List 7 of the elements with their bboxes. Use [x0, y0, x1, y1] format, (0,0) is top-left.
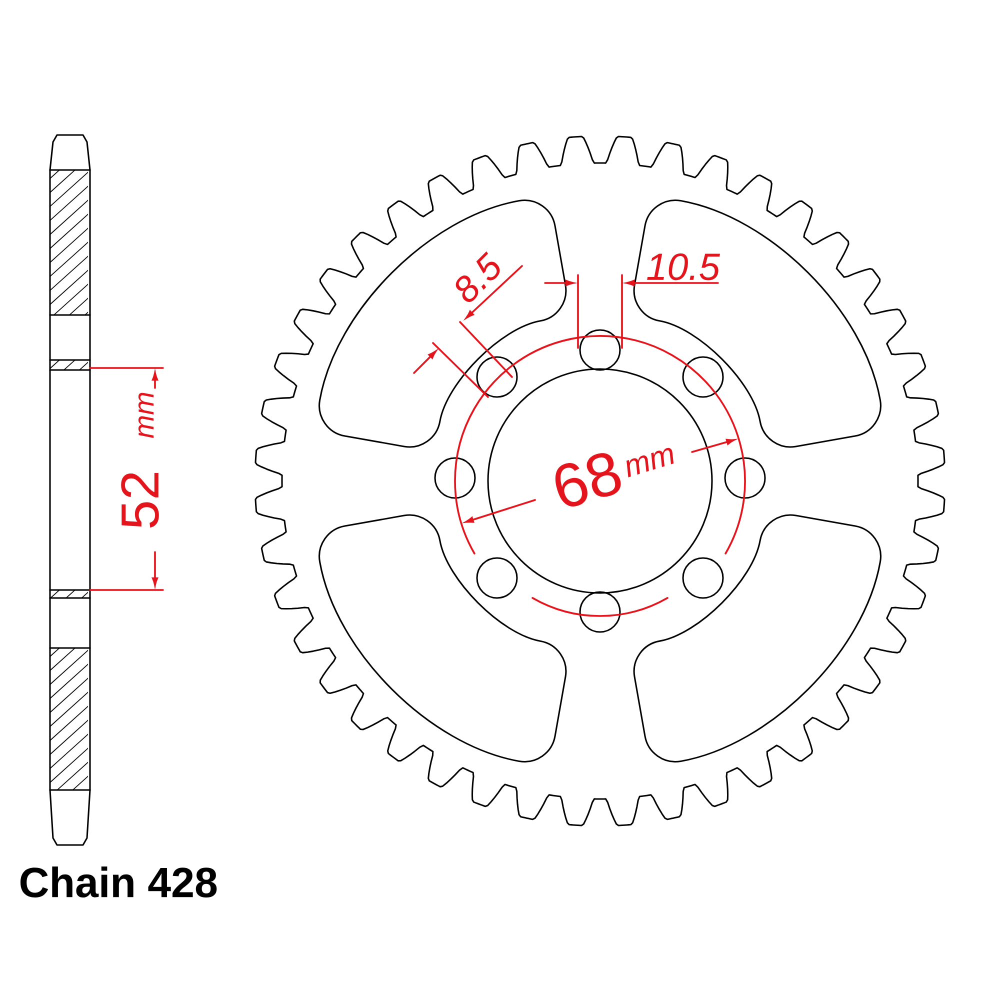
dimension-label: 52 [121, 472, 159, 528]
dimension-label: mm [138, 392, 154, 438]
dimension-label: 10.5 [647, 253, 720, 280]
dimension-label: mm [626, 448, 674, 478]
dimension-label: 68 [555, 453, 621, 506]
chain-label: Chain 428 [20, 866, 217, 898]
dimension-label: 8.5 [456, 251, 500, 302]
